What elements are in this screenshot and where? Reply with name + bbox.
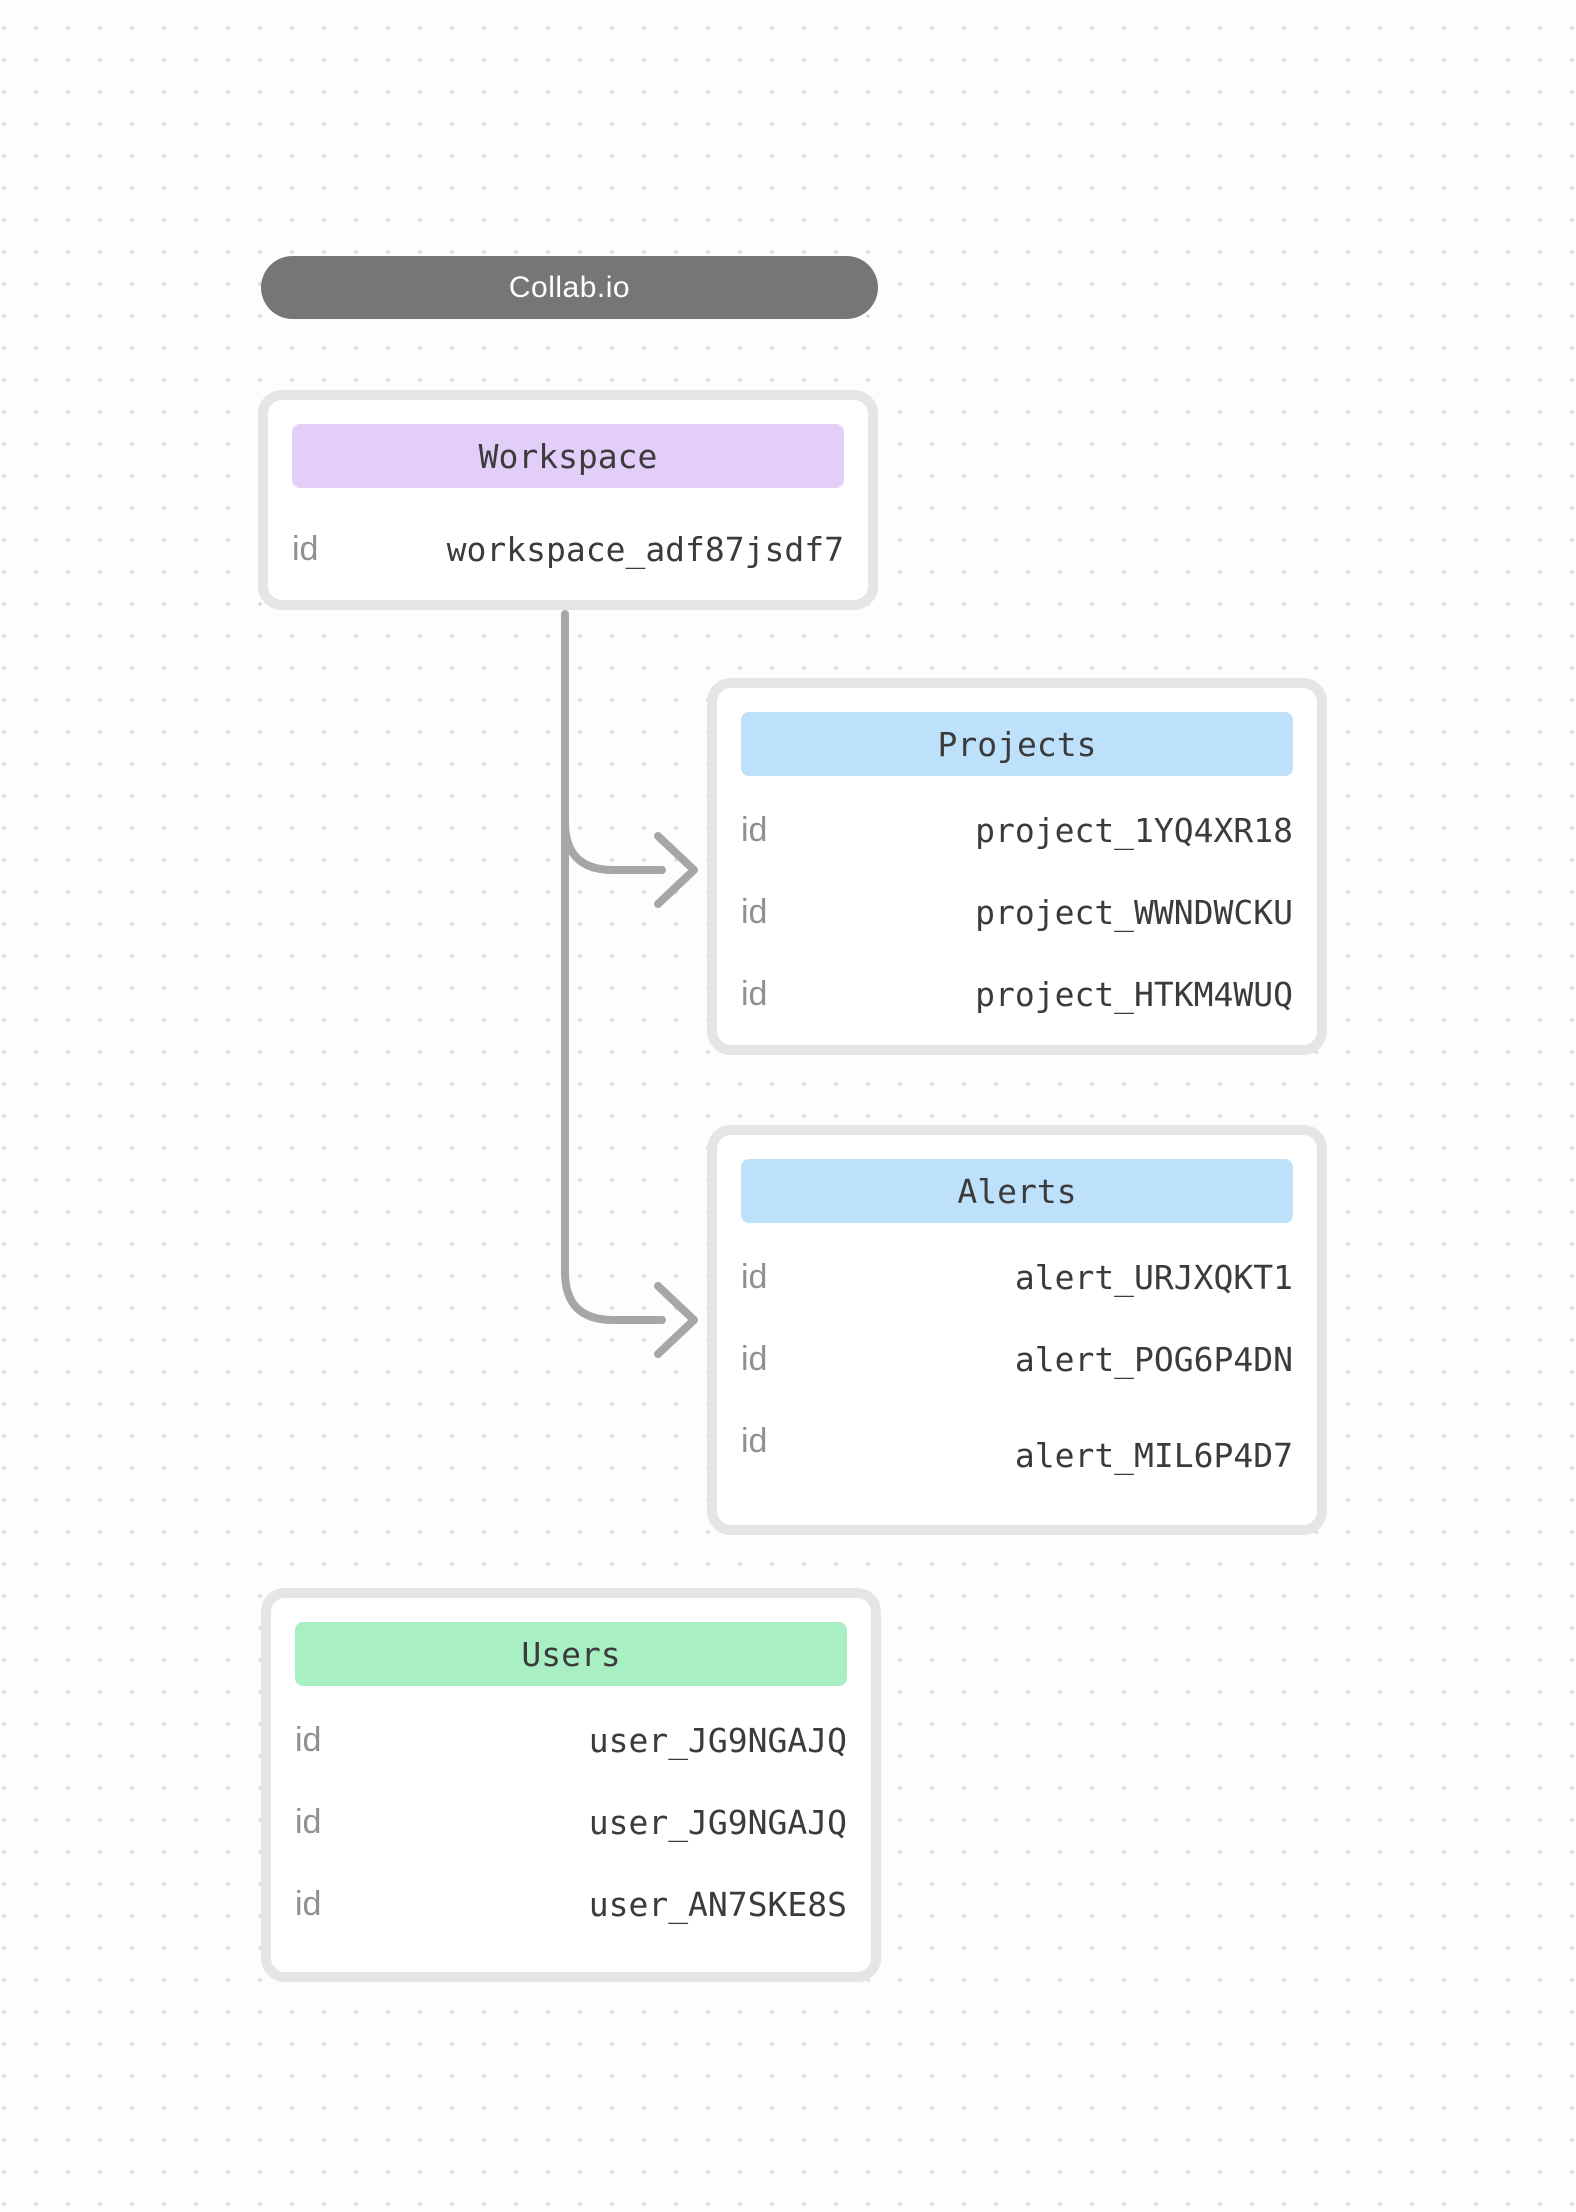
entity-card-users[interactable]: Users id user_JG9NGAJQ id user_JG9NGAJQ … xyxy=(261,1588,881,1982)
field-label: id xyxy=(741,892,768,931)
connector-workspace-to-alerts xyxy=(561,610,666,1324)
field-value: user_AN7SKE8S xyxy=(588,1884,847,1924)
field-label: id xyxy=(741,1257,768,1296)
entity-card-alerts[interactable]: Alerts id alert_URJXQKT1 id alert_POG6P4… xyxy=(707,1125,1327,1535)
entity-title: Workspace xyxy=(478,436,658,476)
field-label: id xyxy=(741,974,768,1013)
table-row: id project_1YQ4XR18 xyxy=(741,789,1293,871)
field-label: id xyxy=(741,1421,768,1460)
entity-rows: id alert_URJXQKT1 id alert_POG6P4DN id a… xyxy=(741,1236,1293,1482)
diagram-title-pill[interactable]: Collab.io xyxy=(261,256,878,319)
arrowhead-projects-icon xyxy=(654,832,698,908)
connector-workspace-to-projects xyxy=(561,818,666,874)
field-value: project_HTKM4WUQ xyxy=(975,974,1293,1014)
entity-card-projects[interactable]: Projects id project_1YQ4XR18 id project_… xyxy=(707,678,1327,1055)
entity-rows: id project_1YQ4XR18 id project_WWNDWCKU … xyxy=(741,789,1293,1035)
field-label: id xyxy=(741,1339,768,1378)
table-row: id project_HTKM4WUQ xyxy=(741,953,1293,1035)
field-label: id xyxy=(292,529,319,568)
field-label: id xyxy=(295,1884,322,1923)
entity-header-workspace: Workspace xyxy=(292,424,844,488)
table-row: id user_JG9NGAJQ xyxy=(295,1699,847,1781)
field-value: workspace_adf87jsdf7 xyxy=(446,529,844,569)
table-row: id alert_URJXQKT1 xyxy=(741,1236,1293,1318)
field-value: project_1YQ4XR18 xyxy=(975,810,1293,850)
field-value: project_WWNDWCKU xyxy=(975,892,1293,932)
table-row: id alert_MIL6P4D7 xyxy=(741,1400,1293,1482)
table-row: id alert_POG6P4DN xyxy=(741,1318,1293,1400)
field-label: id xyxy=(741,810,768,849)
field-label: id xyxy=(295,1720,322,1759)
field-value: alert_URJXQKT1 xyxy=(1014,1257,1293,1297)
field-value: user_JG9NGAJQ xyxy=(588,1720,847,1760)
entity-title: Projects xyxy=(937,724,1097,764)
entity-header-projects: Projects xyxy=(741,712,1293,776)
entity-title: Users xyxy=(521,1634,621,1674)
entity-header-alerts: Alerts xyxy=(741,1159,1293,1223)
entity-header-users: Users xyxy=(295,1622,847,1686)
table-row: id project_WWNDWCKU xyxy=(741,871,1293,953)
field-value: alert_POG6P4DN xyxy=(1014,1339,1293,1379)
diagram-title: Collab.io xyxy=(508,270,631,304)
table-row: id user_JG9NGAJQ xyxy=(295,1781,847,1863)
entity-title: Alerts xyxy=(957,1171,1077,1211)
field-value: alert_MIL6P4D7 xyxy=(1014,1435,1293,1475)
entity-rows: id user_JG9NGAJQ id user_JG9NGAJQ id use… xyxy=(295,1699,847,1945)
entity-card-workspace[interactable]: Workspace id workspace_adf87jsdf7 xyxy=(258,390,878,610)
table-row: id user_AN7SKE8S xyxy=(295,1863,847,1945)
field-label: id xyxy=(295,1802,322,1841)
entity-rows: id workspace_adf87jsdf7 xyxy=(292,508,844,590)
field-value: user_JG9NGAJQ xyxy=(588,1802,847,1842)
table-row: id workspace_adf87jsdf7 xyxy=(292,508,844,590)
arrowhead-alerts-icon xyxy=(654,1282,698,1358)
